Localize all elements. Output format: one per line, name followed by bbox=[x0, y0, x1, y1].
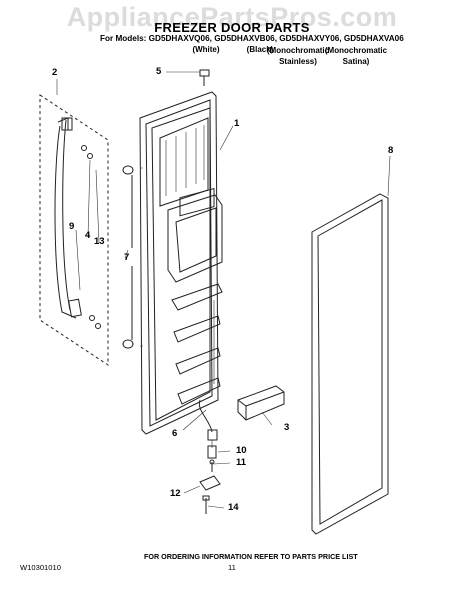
callout-10: 10 bbox=[236, 445, 247, 456]
callout-9: 9 bbox=[69, 221, 75, 232]
watermark: AppliancePartsPros.com bbox=[66, 2, 398, 32]
variant-satina: (Monochromatic Satina) bbox=[324, 46, 388, 66]
handle-assembly bbox=[39, 94, 109, 366]
doc-number: W10301010 bbox=[20, 563, 61, 572]
door-bin bbox=[237, 385, 285, 421]
callout-11: 11 bbox=[236, 457, 247, 468]
callout-12: 12 bbox=[170, 488, 181, 499]
callout-2: 2 bbox=[52, 67, 58, 78]
callout-5: 5 bbox=[156, 66, 162, 77]
leader-lines bbox=[56, 71, 391, 509]
callout-13: 13 bbox=[94, 236, 105, 247]
callout-6: 6 bbox=[172, 428, 178, 439]
ordering-note: FOR ORDERING INFORMATION REFER TO PARTS … bbox=[144, 552, 358, 561]
door-gasket bbox=[311, 193, 389, 535]
callout-4: 4 bbox=[85, 230, 91, 241]
freezer-door bbox=[139, 91, 223, 435]
variant-stainless: (Monochromatic Stainless) bbox=[266, 46, 330, 66]
models-line: For Models: GD5DHAXVQ06, GD5DHAXVB06, GD… bbox=[100, 34, 404, 43]
callout-14: 14 bbox=[228, 502, 239, 513]
callout-3: 3 bbox=[284, 422, 290, 433]
page-number: 11 bbox=[228, 563, 236, 572]
callout-7: 7 bbox=[124, 252, 130, 263]
page-title: FREEZER DOOR PARTS bbox=[154, 20, 310, 35]
wiring-harness bbox=[198, 399, 218, 448]
variant-white: (White) bbox=[192, 45, 220, 54]
callout-1: 1 bbox=[234, 118, 240, 129]
lower-hinge-parts bbox=[199, 445, 221, 514]
callout-8: 8 bbox=[388, 145, 394, 156]
screw-5 bbox=[199, 69, 210, 86]
variant-black: (Black) bbox=[246, 45, 274, 54]
